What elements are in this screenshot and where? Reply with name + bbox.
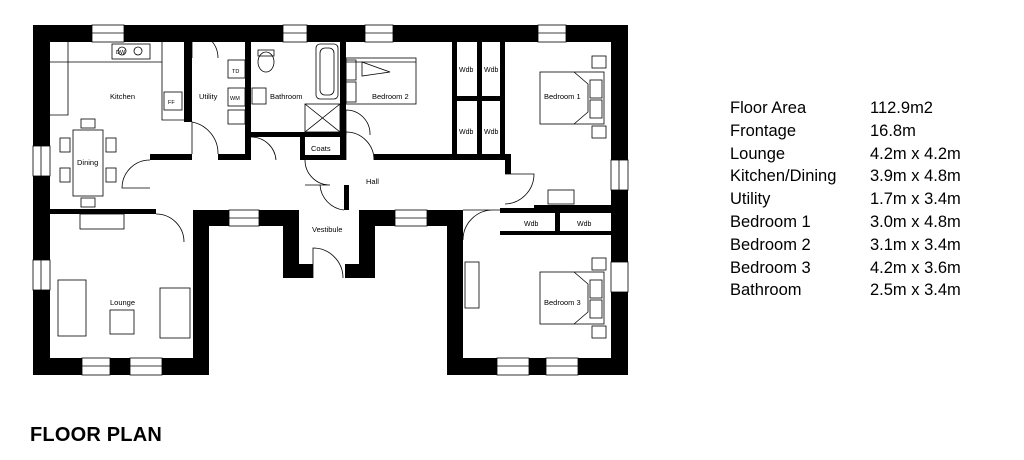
wardrobe-label: Wdb	[524, 221, 539, 228]
spec-value: 16.8m	[870, 121, 916, 140]
spec-label: Bathroom	[730, 281, 802, 300]
tumble-dryer-label: TD	[232, 69, 239, 75]
room-label-bedroom3: Bedroom 3	[544, 298, 581, 307]
washing-machine-label: WM	[230, 96, 240, 102]
spec-row: Utility 1.7m x 3.4m	[730, 188, 961, 211]
wardrobe-label: Wdb	[484, 67, 499, 74]
room-label-kitchen: Kitchen	[110, 92, 135, 101]
room-label-bedroom2: Bedroom 2	[372, 92, 409, 101]
room-label-dining: Dining	[77, 158, 98, 167]
room-label-hall: Hall	[366, 177, 379, 186]
spec-label: Kitchen/Dining	[730, 167, 837, 186]
wall-right	[611, 25, 628, 375]
wall-bed3-west	[447, 210, 463, 375]
windows	[32, 24, 629, 376]
spec-label: Floor Area	[730, 99, 807, 117]
plan-title: FLOOR PLAN	[30, 424, 162, 446]
spec-value: 112.9m2	[870, 99, 933, 117]
spec-label: Lounge	[730, 144, 786, 163]
wall-bottom-left	[33, 358, 209, 375]
internal-walls	[50, 42, 611, 235]
spec-row: Frontage 16.8m	[730, 120, 961, 143]
furniture	[50, 42, 607, 339]
spec-label: Bedroom 1	[730, 212, 811, 231]
doors	[121, 31, 535, 279]
spec-value: 3.9m x 4.8m	[870, 167, 961, 186]
wall-vestibule-south-b	[345, 264, 375, 278]
spec-value: 3.1m x 3.4m	[870, 235, 961, 254]
spec-row: Bedroom 1 3.0m x 4.8m	[730, 211, 961, 234]
spec-label: Bedroom 2	[730, 235, 811, 254]
wall-lounge-east	[193, 210, 209, 375]
fixture-labels: Wdb Wdb Wdb Wdb Wdb Wdb TD WM FF DW	[116, 50, 592, 228]
spec-label: Frontage	[730, 121, 797, 140]
fridge-freezer-label: FF	[168, 100, 175, 106]
room-labels: Kitchen Utility Bathroom Bedroom 2 Bedro…	[77, 92, 581, 307]
wall-top	[33, 25, 628, 42]
floor-plan-drawing: Kitchen Utility Bathroom Bedroom 2 Bedro…	[32, 24, 629, 376]
spec-label: Bedroom 3	[730, 258, 811, 277]
spec-row: Bedroom 2 3.1m x 3.4m	[730, 234, 961, 257]
room-label-lounge: Lounge	[110, 298, 135, 307]
spec-row: Lounge 4.2m x 4.2m	[730, 143, 961, 166]
spec-value: 4.2m x 4.2m	[870, 144, 961, 163]
spec-value: 2.5m x 3.4m	[870, 281, 961, 300]
room-label-bathroom: Bathroom	[270, 92, 303, 101]
wall-bottom-right	[447, 358, 628, 375]
room-label-utility: Utility	[199, 92, 218, 101]
room-label-bedroom1: Bedroom 1	[544, 92, 581, 101]
spec-label: Utility	[730, 190, 771, 209]
wall-vestibule-south-a	[283, 264, 313, 278]
room-label-coats: Coats	[311, 144, 331, 153]
spec-row: Bedroom 3 4.2m x 3.6m	[730, 257, 961, 280]
wall-vestibule-west	[283, 210, 299, 278]
spec-value: 4.2m x 3.6m	[870, 258, 961, 277]
wardrobe-label: Wdb	[459, 129, 474, 136]
wardrobe-label: Wdb	[577, 221, 592, 228]
spec-value: 1.7m x 3.4m	[870, 190, 961, 209]
wardrobe-label: Wdb	[484, 129, 499, 136]
wardrobe-label: Wdb	[459, 67, 474, 74]
spec-row: Floor Area 112.9m2	[730, 97, 961, 120]
wall-left	[33, 25, 50, 375]
external-walls	[33, 25, 628, 375]
dishwasher-label: DW	[116, 50, 126, 56]
spec-row: Bathroom 2.5m x 3.4m	[730, 279, 961, 302]
spec-value: 3.0m x 4.8m	[870, 212, 961, 231]
spec-row: Kitchen/Dining 3.9m x 4.8m	[730, 165, 961, 188]
wall-vestibule-east	[359, 210, 375, 278]
room-label-vestibule: Vestibule	[312, 225, 342, 234]
